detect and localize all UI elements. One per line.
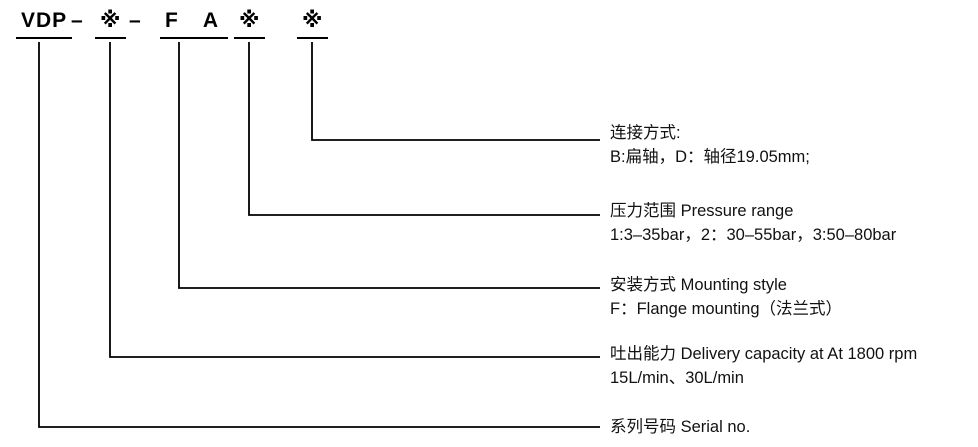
legend-connection: 连接方式: B:扁轴，D：轴径19.05mm; [610, 121, 810, 169]
model-code-prefix: VDP [16, 8, 73, 39]
legend-connection-detail: B:扁轴，D：轴径19.05mm; [610, 148, 810, 166]
model-code-dash-1: – [71, 9, 84, 32]
legend-mounting: 安装方式 Mounting style F：Flange mounting（法兰… [610, 273, 842, 321]
legend-delivery-detail: 15L/min、30L/min [610, 369, 744, 387]
legend-serial: 系列号码 Serial no. [610, 415, 750, 439]
legend-pressure-title: 压力范围 Pressure range [610, 202, 794, 220]
legend-connection-title: 连接方式: [610, 124, 681, 142]
legend-pressure-detail: 1:3–35bar，2：30–55bar，3:50–80bar [610, 226, 897, 244]
connector-mounting [178, 42, 600, 289]
connector-pressure [248, 42, 600, 216]
model-code-placeholder-2: ※ [234, 8, 266, 39]
connector-serial [38, 42, 600, 428]
model-code-mounting-letters: F A [160, 8, 229, 39]
connector-connection [311, 42, 600, 141]
legend-mounting-detail: F：Flange mounting（法兰式） [610, 300, 842, 318]
legend-mounting-title: 安装方式 Mounting style [610, 276, 787, 294]
legend-serial-title: 系列号码 Serial no. [610, 418, 751, 436]
legend-delivery: 吐出能力 Delivery capacity at At 1800 rpm 15… [610, 342, 917, 390]
model-code-dash-2: – [129, 9, 142, 32]
connector-delivery [109, 42, 600, 358]
legend-delivery-title: 吐出能力 Delivery capacity at At 1800 rpm [610, 345, 918, 363]
model-code-placeholder-3: ※ [297, 8, 329, 39]
model-code-placeholder-1: ※ [95, 8, 127, 39]
legend-pressure: 压力范围 Pressure range 1:3–35bar，2：30–55bar… [610, 199, 896, 247]
